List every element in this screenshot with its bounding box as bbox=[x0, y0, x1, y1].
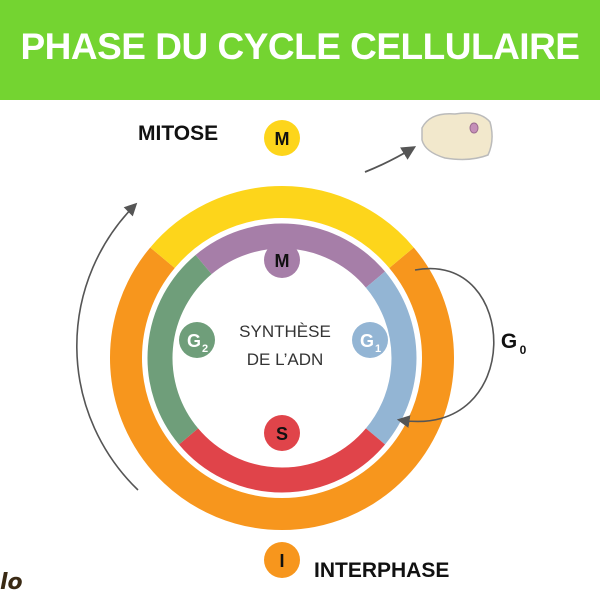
interphase-chip-label: I bbox=[279, 551, 284, 571]
dna-synthesis-label: SYNTHÈSE DE L’ADN bbox=[210, 318, 360, 374]
interphase-label: INTERPHASE bbox=[314, 559, 450, 582]
s-phase-chip bbox=[264, 415, 300, 451]
mitose-label: MITOSE bbox=[138, 122, 219, 145]
s-phase-arc bbox=[178, 428, 386, 493]
g1-chip-sub: 1 bbox=[375, 343, 381, 355]
title-banner: PHASE DU CYCLE CELLULAIRE bbox=[0, 0, 600, 100]
m-phase-chip bbox=[264, 242, 300, 278]
g1-chip-label: G bbox=[360, 331, 374, 351]
g2-chip-label: G bbox=[187, 331, 201, 351]
center-line-1: SYNTHÈSE bbox=[239, 322, 331, 341]
center-line-2: DE L’ADN bbox=[246, 350, 324, 369]
mitose-ring-arc bbox=[150, 186, 414, 269]
g2-phase-arc bbox=[147, 254, 212, 445]
g0-loop-arrow bbox=[396, 267, 495, 428]
cell-illustration bbox=[421, 112, 493, 161]
cycle-direction-arrow bbox=[76, 202, 139, 491]
page-title: PHASE DU CYCLE CELLULAIRE bbox=[20, 26, 580, 67]
interphase-ring-arc bbox=[110, 247, 454, 530]
g0-label: G bbox=[501, 330, 517, 353]
g2-chip-sub: 2 bbox=[202, 343, 208, 355]
g0-sub: 0 bbox=[520, 343, 527, 357]
m-phase-arc bbox=[195, 223, 386, 288]
mitose-chip-label: M bbox=[275, 129, 290, 149]
s-chip-label: S bbox=[276, 424, 288, 444]
interphase-chip bbox=[264, 542, 300, 578]
mitose-chip bbox=[264, 120, 300, 156]
g1-phase-arc bbox=[365, 271, 417, 445]
g2-phase-chip bbox=[179, 322, 215, 358]
g1-phase-chip bbox=[352, 322, 388, 358]
m-chip-label: M bbox=[275, 251, 290, 271]
exit-arrow bbox=[364, 146, 417, 173]
credit-text: lo bbox=[0, 570, 23, 595]
